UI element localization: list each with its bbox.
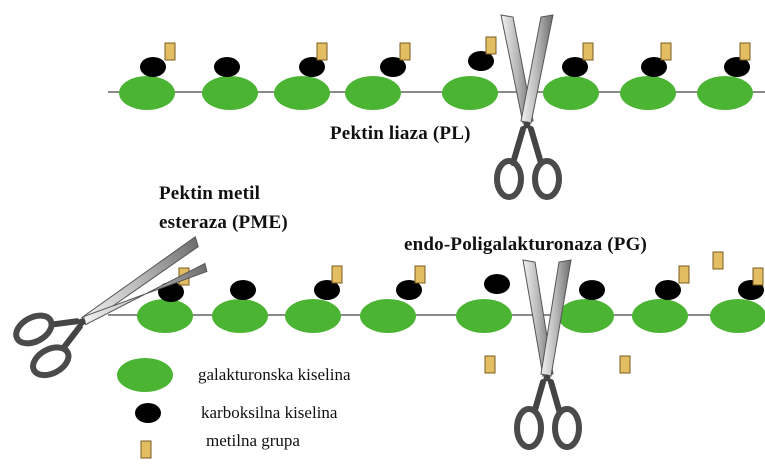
carboxyl-group xyxy=(140,57,166,77)
carboxyl-group xyxy=(214,57,240,77)
methyl-group xyxy=(660,42,672,61)
galacturonic-unit xyxy=(360,299,416,333)
carboxyl-group xyxy=(484,274,510,294)
galacturonic-unit xyxy=(558,299,614,333)
carboxyl-group xyxy=(724,57,750,77)
methyl-group xyxy=(582,42,594,61)
methyl-group xyxy=(331,265,343,284)
methyl-group xyxy=(752,267,764,286)
legend-carboxyl-symbol xyxy=(135,403,161,423)
legend-galacturonic-symbol xyxy=(117,358,173,392)
methyl-group xyxy=(485,36,497,55)
galacturonic-unit xyxy=(345,76,401,110)
galacturonic-unit xyxy=(620,76,676,110)
scissors-icon xyxy=(494,14,562,200)
carboxyl-group xyxy=(562,57,588,77)
galacturonic-unit xyxy=(137,299,193,333)
legend-methyl-symbol xyxy=(140,440,152,459)
carboxyl-group xyxy=(655,280,681,300)
methyl-group xyxy=(739,42,751,61)
carboxyl-group xyxy=(396,280,422,300)
galacturonic-unit xyxy=(212,299,268,333)
legend-carboxyl-label: karboksilna kiselina xyxy=(201,403,338,422)
galacturonic-unit xyxy=(119,76,175,110)
endo-pg-label: endo-Poligalakturonaza (PG) xyxy=(404,234,648,255)
methyl-group xyxy=(399,42,411,61)
top-pectin-chain xyxy=(108,36,765,110)
released-methyl-group xyxy=(619,355,631,374)
methyl-group xyxy=(678,265,690,284)
legend-methyl-label: metilna grupa xyxy=(206,431,300,450)
carboxyl-group xyxy=(230,280,256,300)
scissors-icon xyxy=(13,236,208,379)
carboxyl-group xyxy=(380,57,406,77)
methyl-group xyxy=(712,251,724,270)
carboxyl-group xyxy=(579,280,605,300)
carboxyl-group xyxy=(641,57,667,77)
carboxyl-group xyxy=(468,51,494,71)
methyl-group xyxy=(414,265,426,284)
carboxyl-group xyxy=(299,57,325,77)
galacturonic-unit xyxy=(543,76,599,110)
galacturonic-unit xyxy=(202,76,258,110)
pectin-lyase-label: Pektin liaza (PL) xyxy=(330,123,471,144)
carboxyl-group xyxy=(314,280,340,300)
galacturonic-unit xyxy=(632,299,688,333)
methyl-group xyxy=(164,42,176,61)
galacturonic-unit xyxy=(274,76,330,110)
legend xyxy=(117,358,173,459)
released-methyl-group xyxy=(484,355,496,374)
legend-galacturonic-label: galakturonska kiselina xyxy=(198,365,351,384)
pme-label-line1: Pektin metil xyxy=(159,183,261,204)
galacturonic-unit xyxy=(285,299,341,333)
galacturonic-unit xyxy=(697,76,753,110)
galacturonic-unit xyxy=(442,76,498,110)
scissors-icon xyxy=(514,259,582,450)
pme-label-line2: esteraza (PME) xyxy=(159,212,288,233)
methyl-group xyxy=(316,42,328,61)
galacturonic-unit xyxy=(456,299,512,333)
galacturonic-unit xyxy=(710,299,765,333)
